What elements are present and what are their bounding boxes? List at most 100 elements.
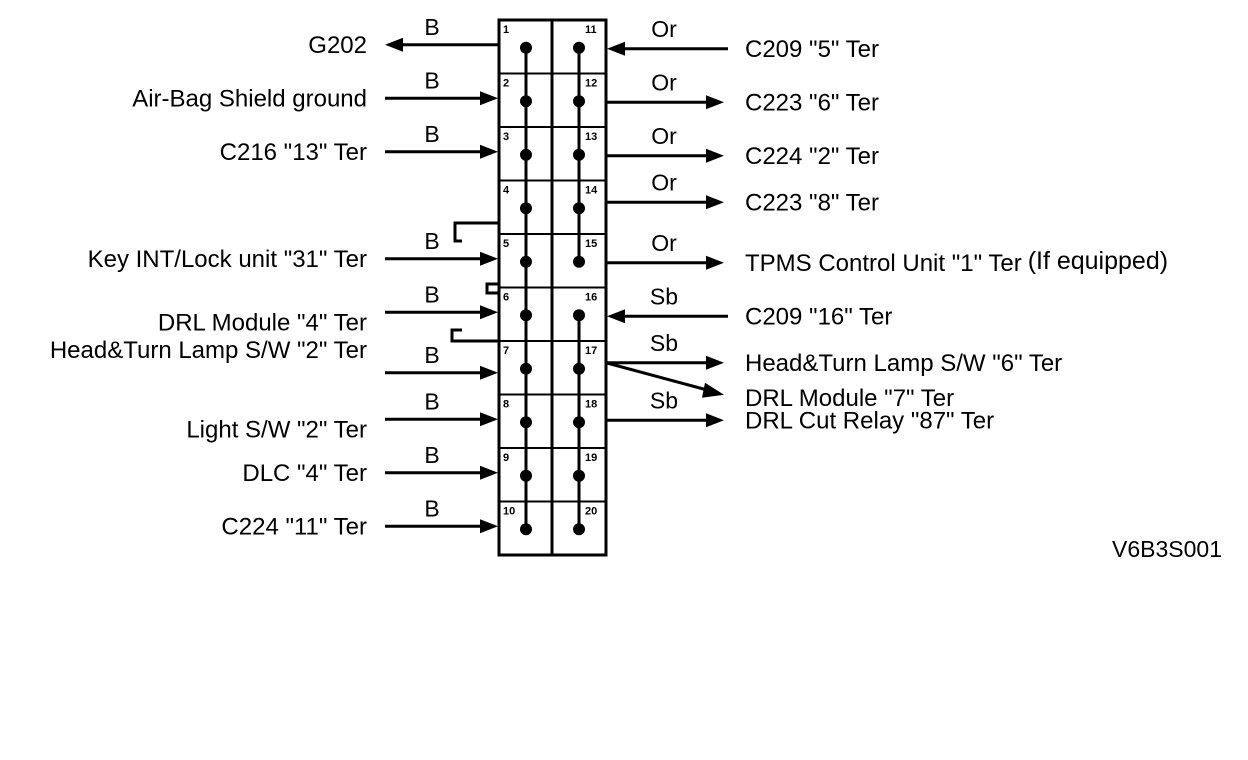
left-label-10: C224 "11" Ter — [221, 513, 367, 540]
terminal-dot-16 — [573, 309, 585, 322]
branch-head-17 — [702, 382, 724, 398]
wire-arrow-3 — [385, 144, 498, 159]
pin-number-8: 8 — [503, 399, 509, 411]
terminal-dot-15 — [573, 255, 585, 268]
terminal-dot-4 — [520, 202, 532, 215]
jumper-6-7 — [450, 328, 499, 343]
right-label-11: C209 "5" Ter — [745, 36, 879, 63]
wire-arrow-7 — [385, 365, 498, 380]
wire-arrow-15-head — [706, 255, 724, 270]
wire-color-15: Or — [651, 230, 677, 256]
pin-number-20: 20 — [585, 506, 597, 518]
jumper-4-5 — [453, 221, 499, 243]
wire-arrow-5-head — [480, 251, 498, 266]
wire-arrow-8-head — [480, 412, 498, 427]
right-label-text-11: C209 "5" Ter — [745, 36, 879, 63]
right-label-text-17: Head&Turn Lamp S/W "6" Ter — [745, 350, 1062, 377]
left-label-9: DLC "4" Ter — [242, 460, 367, 487]
right-label-text-12: C223 "6" Ter — [745, 89, 879, 116]
wire-arrow-9 — [385, 465, 498, 480]
block-row-dividers — [499, 72, 606, 503]
wire-arrow-7-head — [480, 365, 498, 380]
terminal-dot-2 — [520, 95, 532, 108]
right-label-18: DRL Cut Relay "87" Ter — [745, 407, 994, 434]
wire-color-18: Sb — [650, 387, 678, 413]
branch-arrow-17 — [605, 361, 724, 398]
wire-color-3: B — [424, 121, 439, 147]
jumper-wires — [450, 221, 499, 343]
wire-arrow-16 — [607, 309, 728, 324]
wire-arrow-17 — [606, 355, 724, 370]
right-label-text-16: C209 "16" Ter — [745, 303, 892, 330]
wire-color-14: Or — [651, 169, 677, 195]
wire-arrow-16-head — [607, 309, 625, 324]
wire-arrow-9-head — [480, 465, 498, 480]
wire-arrow-2 — [385, 91, 498, 106]
pin-number-18: 18 — [585, 399, 597, 411]
wire-arrow-6 — [385, 305, 498, 320]
wire-arrow-15 — [606, 255, 724, 270]
wire-color-6: B — [424, 281, 439, 307]
wire-color-17: Sb — [650, 330, 678, 356]
wire-color-7: B — [424, 342, 439, 368]
right-label-text-15: TPMS Control Unit "1" Ter — [745, 250, 1022, 277]
wire-arrow-13 — [606, 148, 724, 163]
terminal-dot-13 — [573, 148, 585, 161]
wire-color-11: Or — [651, 16, 677, 42]
wire-color-13: Or — [651, 123, 677, 149]
pin-number-17: 17 — [585, 345, 597, 357]
right-label-text-14: C223 "8" Ter — [745, 189, 879, 216]
pin-number-15: 15 — [585, 238, 597, 250]
left-label-7: Head&Turn Lamp S/W "2" Ter — [50, 337, 367, 364]
right-label-note-15: (If equipped) — [1028, 247, 1168, 275]
left-label-6: DRL Module "4" Ter — [158, 309, 367, 336]
terminal-dot-3 — [520, 148, 532, 161]
terminal-dot-20 — [573, 523, 585, 536]
wire-color-1: B — [424, 14, 439, 40]
terminal-dot-11 — [573, 41, 585, 54]
wire-arrow-18-head — [706, 413, 724, 428]
wire-color-16: Sb — [650, 283, 678, 309]
connector-block — [497, 18, 608, 557]
wire-arrow-14 — [606, 195, 724, 210]
wire-arrow-11-head — [607, 41, 625, 56]
pin-number-19: 19 — [585, 452, 597, 464]
right-label-13: C224 "2" Ter — [745, 143, 879, 170]
left-label-5: Key INT/Lock unit "31" Ter — [88, 246, 367, 273]
wire-color-2: B — [424, 67, 439, 93]
diagram-code: V6B3S001 — [1112, 536, 1222, 562]
pin-number-9: 9 — [503, 452, 509, 464]
wire-arrow-13-head — [706, 148, 724, 163]
wire-arrow-6-head — [480, 305, 498, 320]
pin-number-14: 14 — [585, 185, 598, 197]
left-label-2: Air-Bag Shield ground — [132, 85, 367, 112]
pin-number-16: 16 — [585, 292, 597, 304]
wire-arrow-2-head — [480, 91, 498, 106]
terminal-dot-17 — [573, 362, 585, 375]
terminal-dot-14 — [573, 202, 585, 215]
wire-arrow-12-head — [706, 95, 724, 110]
terminal-dot-8 — [520, 416, 532, 429]
terminal-dot-9 — [520, 469, 532, 482]
branch-line-17 — [605, 361, 711, 393]
pin-number-11: 11 — [585, 24, 597, 36]
wire-arrow-8 — [385, 412, 498, 427]
pin-number-6: 6 — [503, 292, 509, 304]
wire-arrow-3-head — [480, 144, 498, 159]
right-label-16: C209 "16" Ter — [745, 303, 892, 330]
left-label-8: Light S/W "2" Ter — [186, 416, 367, 443]
right-label-12: C223 "6" Ter — [745, 89, 879, 116]
pin-number-5: 5 — [503, 238, 509, 250]
right-label-text-18: DRL Cut Relay "87" Ter — [745, 407, 994, 434]
right-label-14: C223 "8" Ter — [745, 189, 879, 216]
wire-arrow-17-head — [706, 355, 724, 370]
right-label-15: TPMS Control Unit "1" Ter(If equipped) — [745, 247, 1168, 277]
pin-number-3: 3 — [503, 131, 509, 143]
wire-arrow-1 — [385, 37, 499, 52]
terminal-dot-10 — [520, 523, 532, 536]
jumper-5-6 — [485, 282, 499, 295]
wire-arrow-14-head — [706, 195, 724, 210]
